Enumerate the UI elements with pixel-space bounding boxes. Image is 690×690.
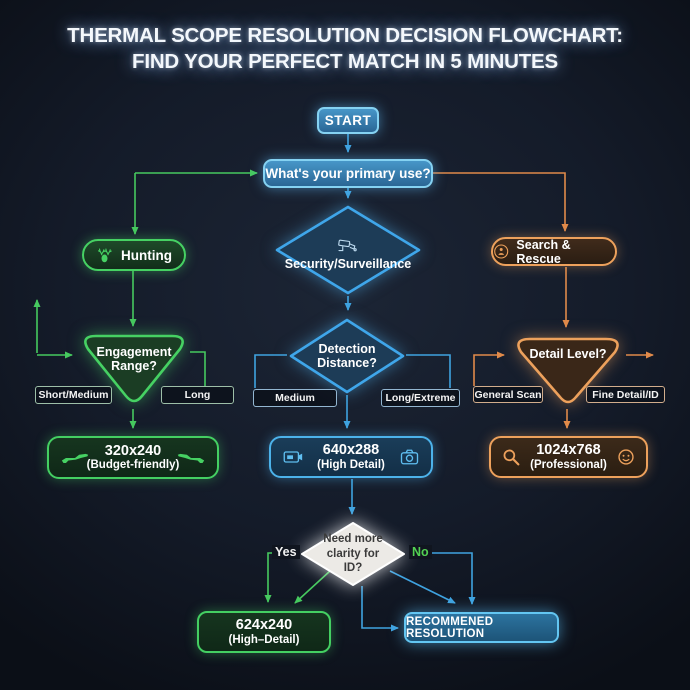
hunting-label: Hunting [121,247,172,263]
res-624-node: 624x240 (High–Detail) [197,611,331,653]
video-card-icon [283,450,303,465]
engagement-range-label: Engagement Range? [96,345,172,373]
primary-use-label: What's your primary use? [265,166,431,181]
detail-level-label: Detail Level? [529,347,607,361]
primary-use-node: What's your primary use? [263,159,433,188]
rescue-icon [494,244,509,259]
res-320-value: 320x240 [104,442,162,459]
edge-detection-longextreme [406,354,451,388]
search-rescue-node: Search & Rescue [491,237,617,266]
res-624-desc: (High–Detail) [228,633,300,646]
orange-edges [433,172,654,429]
security-node: Security/Surveillance [274,204,422,296]
clarity-line2: clarity for [326,547,380,560]
engagement-range-node: Engagement Range? [76,330,192,410]
edge-primary-to-search [433,172,569,232]
edge-into-detail [473,351,505,386]
edge-clarity-diag-624 [294,570,331,604]
edge-engagement-long [190,351,206,387]
start-label: START [324,113,372,128]
res-624-value: 624x240 [235,617,293,634]
edge-no-to-recommended [430,552,476,605]
page-title-line2: FIND YOUR PERFECT MATCH IN 5 MINUTES [132,50,558,73]
deer-icon [97,248,112,262]
res-640-value: 640x288 [322,442,380,459]
hunting-node: Hunting [82,239,186,271]
face-icon [617,448,635,466]
edge-clarity-elbow-recommended [361,586,399,632]
green-edges [33,169,331,604]
res-640-desc: (High Detail) [317,458,385,471]
recommended-resolution-node: RECOMMENED RESOLUTION [404,612,559,643]
res-640-node: 640x288 (High Detail) [269,436,433,478]
edge-label-medium: Medium [253,389,337,407]
clarity-line1: Need more [323,533,383,546]
camera-icon [400,449,419,465]
edge-label-long: Long [161,386,234,404]
recommended-label: RECOMMENED RESOLUTION [406,615,494,640]
edge-label-long-extreme: Long/Extreme [381,389,460,407]
res-320-desc: (Budget-friendly) [86,459,180,472]
edge-label-short-medium: Short/Medium [35,386,112,404]
blue-edges [254,134,476,632]
res-320-node: 320x240 (Budget-friendly) [47,436,219,479]
yes-label: Yes [272,545,300,559]
detail-level-node: Detail Level? [509,333,627,411]
edge-detection-medium [254,354,287,388]
no-label: No [409,545,432,559]
edge-label-fine-detail: Fine Detail/ID [586,386,665,403]
clarity-line3: ID? [343,562,363,575]
rifle-icon [177,452,205,464]
detection-distance-node: Detection Distance? [288,317,406,395]
edge-label-general-scan: General Scan [473,386,543,403]
page-title-line1: THERMAL SCOPE RESOLUTION DECISION FLOWCH… [67,24,623,47]
clarity-node: Need more clarity for ID? [300,521,406,587]
magnifier-icon [502,448,520,466]
edge-clarity-diag-recommended [389,570,456,604]
search-rescue-label: Search & Rescue [516,237,571,266]
res-1024-desc: (Professional) [530,458,607,471]
rifle-icon [61,452,89,464]
edge-yes-to-624 [264,552,300,603]
cctv-camera-icon [338,239,357,251]
start-node: START [317,107,379,134]
detection-distance-label: Detection Distance? [317,342,377,370]
security-label: Security/Surveillance [284,256,412,271]
res-1024-node: 1024x768 (Professional) [489,436,648,478]
res-1024-value: 1024x768 [536,442,601,459]
